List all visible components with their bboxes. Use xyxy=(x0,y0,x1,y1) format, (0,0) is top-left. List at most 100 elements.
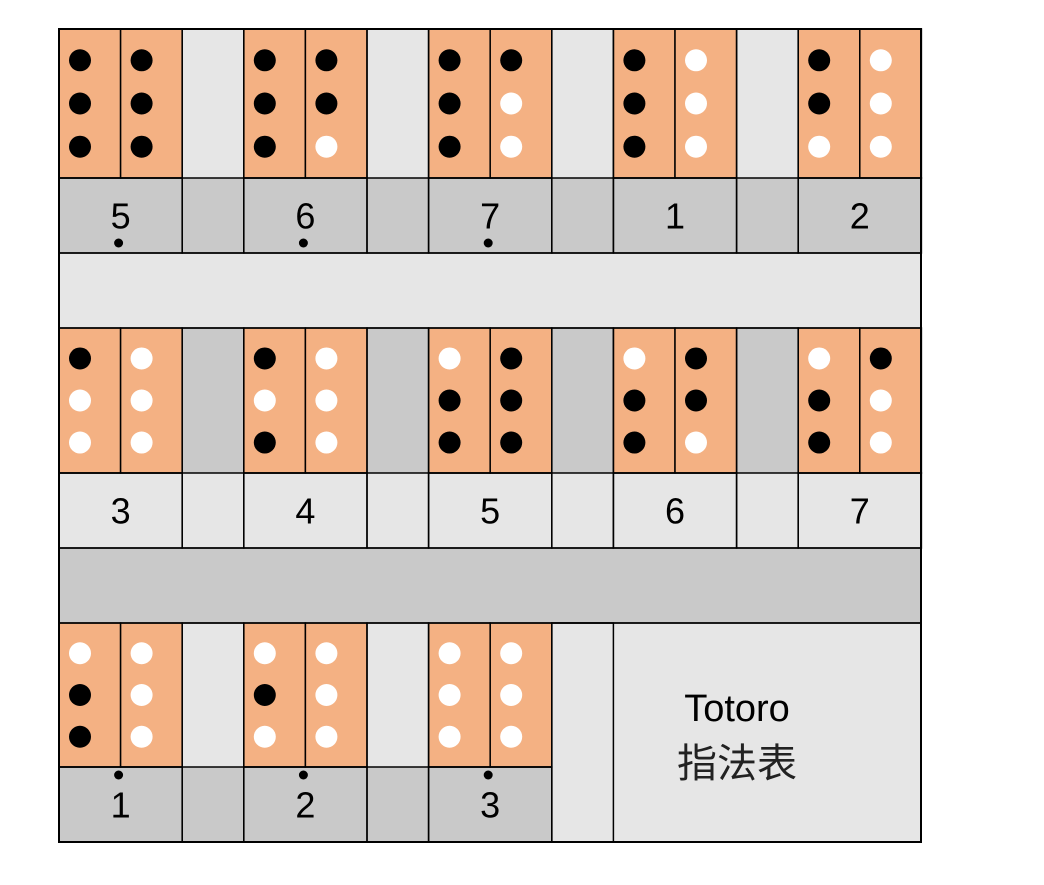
high-octave-dot xyxy=(298,770,308,780)
note-number: 5 xyxy=(480,491,500,532)
note-number: 7 xyxy=(480,196,500,237)
hole-open xyxy=(438,684,461,706)
hole-open xyxy=(869,92,892,115)
hole-closed xyxy=(623,49,646,72)
hole-open xyxy=(130,389,153,412)
hole-closed xyxy=(130,135,153,158)
hole-closed xyxy=(623,135,646,158)
hole-open xyxy=(685,49,707,72)
hole-open xyxy=(253,389,276,412)
hole-open xyxy=(315,642,338,665)
note-number: 2 xyxy=(295,785,315,826)
hole-closed xyxy=(500,389,523,412)
hole-open xyxy=(130,642,153,665)
hole-closed xyxy=(685,347,707,370)
hole-closed xyxy=(623,431,646,454)
hole-open xyxy=(869,49,892,72)
hole-open xyxy=(438,642,461,665)
high-octave-dot xyxy=(114,770,124,780)
hole-open xyxy=(685,431,707,454)
hole-open xyxy=(130,725,153,748)
note-number: 3 xyxy=(111,491,131,532)
title-box: Totoro 指法表 xyxy=(677,688,797,787)
hole-open xyxy=(315,135,338,158)
low-octave-dot xyxy=(483,238,493,248)
hole-closed xyxy=(253,684,276,706)
title-box-background xyxy=(551,622,922,843)
hole-closed xyxy=(808,389,831,412)
hole-closed xyxy=(438,431,461,454)
hole-open xyxy=(685,135,707,158)
hole-open xyxy=(69,431,91,454)
fingering-cell: 5 xyxy=(58,28,183,254)
hole-closed xyxy=(500,49,523,72)
hole-open xyxy=(869,389,892,412)
hole-open xyxy=(500,92,523,115)
hole-closed xyxy=(130,92,153,115)
hole-closed xyxy=(253,431,276,454)
high-octave-dot xyxy=(483,770,493,780)
hole-closed xyxy=(438,92,461,115)
note-number: 4 xyxy=(295,491,315,532)
hole-closed xyxy=(69,684,91,706)
hole-closed xyxy=(500,431,523,454)
fingering-cell: 1 xyxy=(612,28,738,254)
hole-closed xyxy=(69,347,91,370)
row-1-gap-band xyxy=(59,253,921,328)
chart-frame xyxy=(58,28,922,843)
hole-open xyxy=(808,135,831,158)
hole-open xyxy=(500,725,523,748)
fingering-cell: 3 xyxy=(58,327,183,549)
hole-closed xyxy=(685,389,707,412)
hole-closed xyxy=(315,92,338,115)
hole-closed xyxy=(623,92,646,115)
hole-closed xyxy=(808,92,831,115)
note-number: 1 xyxy=(111,785,131,826)
hole-open xyxy=(315,431,338,454)
hole-closed xyxy=(69,49,91,72)
hole-closed xyxy=(253,347,276,370)
hole-open xyxy=(438,725,461,748)
note-number: 6 xyxy=(665,491,685,532)
hole-closed xyxy=(69,135,91,158)
hole-closed xyxy=(253,92,276,115)
hole-closed xyxy=(808,49,831,72)
row-2-label-band xyxy=(59,473,921,548)
note-number: 5 xyxy=(111,196,131,237)
hole-closed xyxy=(500,347,523,370)
hole-closed xyxy=(438,135,461,158)
hole-open xyxy=(69,389,91,412)
hole-closed xyxy=(69,92,91,115)
fingering-cell: 5 xyxy=(427,327,553,549)
hole-open xyxy=(685,92,707,115)
hole-open xyxy=(253,642,276,665)
hole-open xyxy=(315,389,338,412)
hole-closed xyxy=(253,49,276,72)
hole-open xyxy=(315,684,338,706)
hole-closed xyxy=(438,389,461,412)
hole-open xyxy=(500,135,523,158)
hole-open xyxy=(869,135,892,158)
hole-closed xyxy=(438,49,461,72)
hole-closed xyxy=(69,725,91,748)
low-octave-dot xyxy=(298,238,308,248)
hole-open xyxy=(253,725,276,748)
row-2-gap-band xyxy=(59,548,921,623)
hole-open xyxy=(69,642,91,665)
hole-open xyxy=(500,684,523,706)
hole-closed xyxy=(808,431,831,454)
fingering-cell: 2 xyxy=(243,622,368,843)
note-number: 6 xyxy=(295,196,315,237)
hole-open xyxy=(500,642,523,665)
hole-open xyxy=(130,347,153,370)
hole-closed xyxy=(869,347,892,370)
hole-open xyxy=(808,347,831,370)
hole-open xyxy=(623,347,646,370)
note-number: 3 xyxy=(480,785,500,826)
hole-open xyxy=(315,347,338,370)
low-octave-dot xyxy=(114,238,124,248)
note-number: 1 xyxy=(665,196,685,237)
hole-closed xyxy=(253,135,276,158)
note-number: 2 xyxy=(850,196,870,237)
